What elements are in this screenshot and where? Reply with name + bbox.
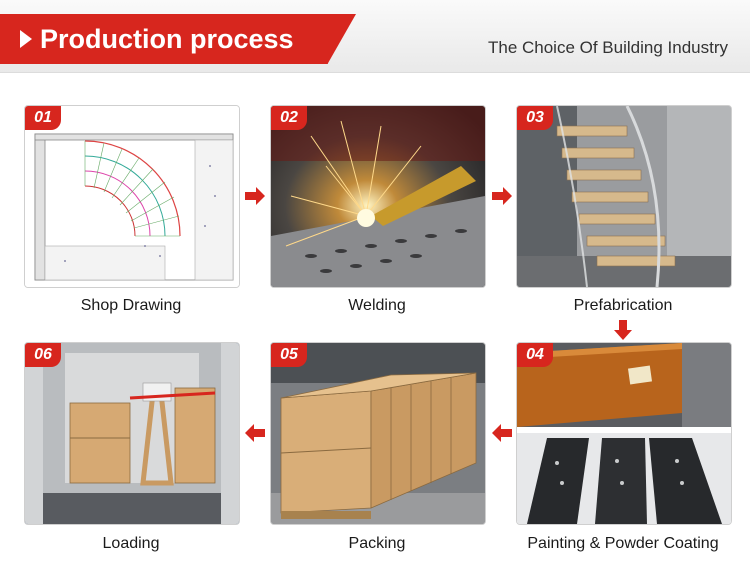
painting-powder-coating-image — [517, 343, 731, 524]
step-card-welding: 02 — [270, 105, 486, 288]
step-label: Packing — [348, 535, 406, 552]
welding-image — [271, 106, 485, 287]
step-card-loading: 06 — [24, 342, 240, 525]
step-label: Painting & Powder Coating — [527, 535, 719, 552]
step-label: Welding — [348, 297, 406, 314]
arrow-right-icon — [492, 187, 512, 205]
play-arrow-icon — [20, 30, 32, 48]
step-number-badge: 05 — [271, 343, 307, 367]
step-card-painting-powder-coating: 04 — [516, 342, 732, 525]
step-label: Prefabrication — [573, 297, 673, 314]
page-title: Production process — [40, 23, 294, 54]
step-number-badge: 06 — [25, 343, 61, 367]
step-number-badge: 02 — [271, 106, 307, 130]
step-card-packing: 05 — [270, 342, 486, 525]
arrow-left-icon — [492, 424, 512, 442]
arrow-right-icon — [245, 187, 265, 205]
step-card-prefabrication: 03 — [516, 105, 732, 288]
page-subtitle: The Choice Of Building Industry — [487, 38, 728, 57]
step-number-badge: 04 — [517, 343, 553, 367]
arrow-left-icon — [245, 424, 265, 442]
step-number-badge: 03 — [517, 106, 553, 130]
header-title: Production process — [20, 22, 294, 56]
step-label: Loading — [102, 535, 160, 552]
step-number-badge: 01 — [25, 106, 61, 130]
header-banner — [0, 14, 356, 64]
prefabrication-image — [517, 106, 731, 287]
arrow-down-icon — [614, 320, 632, 340]
step-label: Shop Drawing — [80, 297, 182, 314]
shop-drawing-image — [25, 106, 239, 287]
loading-image — [25, 343, 239, 524]
packing-image — [271, 343, 485, 524]
step-card-shop-drawing: 01 — [24, 105, 240, 288]
